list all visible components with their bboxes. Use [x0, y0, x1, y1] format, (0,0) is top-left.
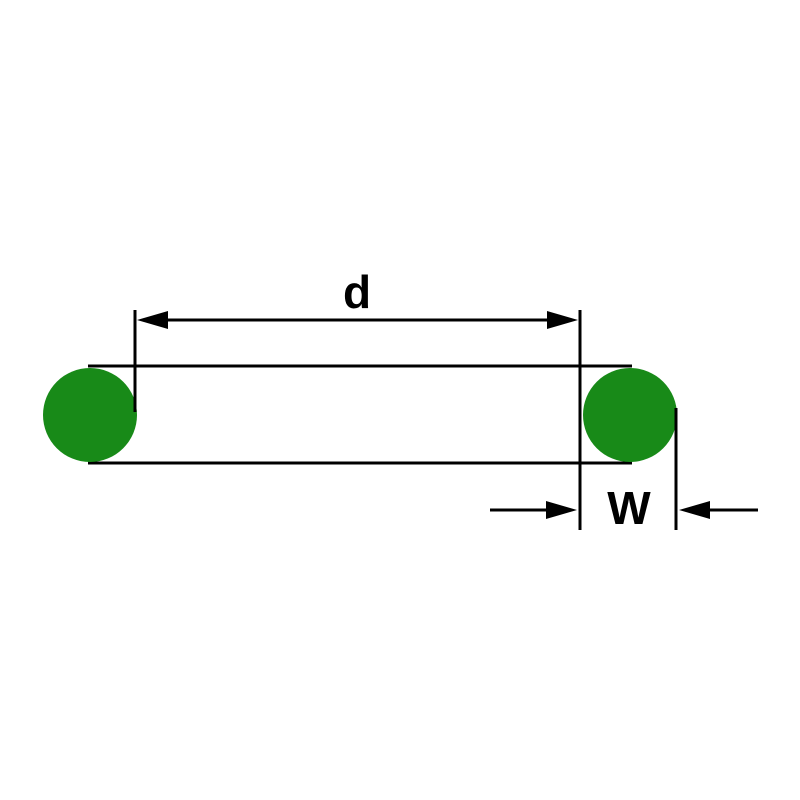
- w-dimension-label: W: [607, 482, 651, 534]
- d-left-arrowhead: [137, 311, 168, 329]
- w-right-arrowhead: [679, 501, 710, 519]
- d-dimension-label: d: [343, 266, 371, 318]
- w-left-arrowhead: [546, 501, 577, 519]
- left-cross-section-circle: [43, 368, 137, 462]
- d-right-arrowhead: [547, 311, 578, 329]
- right-cross-section-circle: [583, 368, 677, 462]
